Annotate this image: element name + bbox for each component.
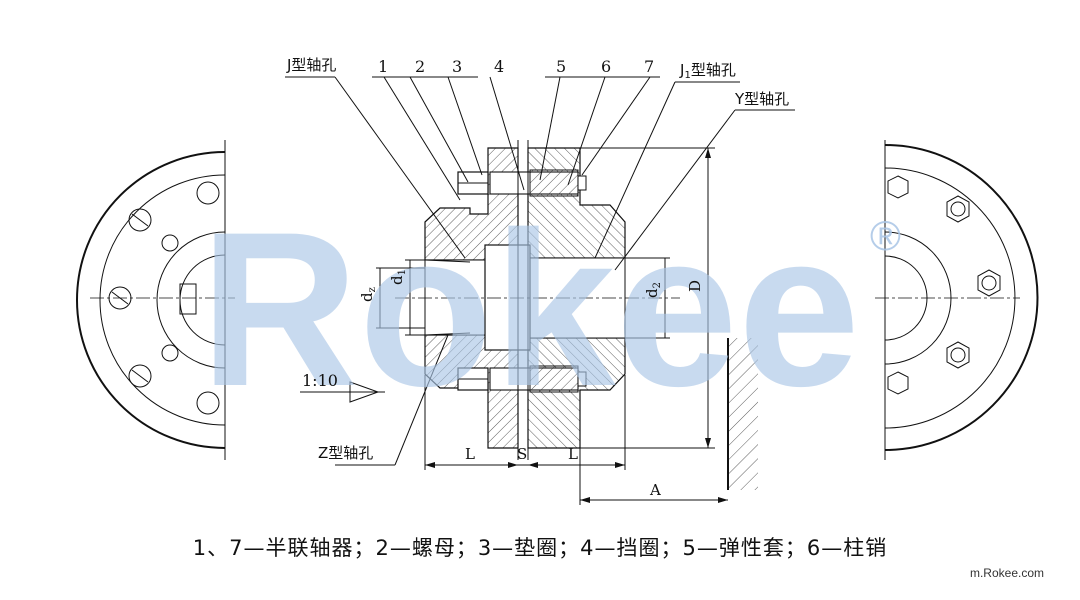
- label-2: 2: [415, 57, 425, 76]
- label-5: 5: [556, 57, 566, 76]
- watermark-brand: Rokee: [200, 186, 860, 432]
- label-j1-bore: J1型轴孔: [679, 61, 736, 81]
- dimension-labels: d1 dz d2 D L S L A: [358, 269, 704, 499]
- dim-d1-sub: 1: [397, 269, 408, 275]
- label-4: 4: [494, 57, 504, 76]
- dim-dz-sub: z: [367, 287, 378, 292]
- labels: J型轴孔 1 2 3 4 5 6 7 J1型轴孔 Y型轴孔 Z型轴孔 1:10: [286, 56, 789, 462]
- pin-lower: [457, 365, 587, 393]
- wall: [727, 338, 758, 490]
- label-j-bore: J型轴孔: [286, 56, 336, 74]
- watermark-registered: ®: [870, 212, 901, 259]
- dim-A: A: [649, 481, 661, 499]
- dim-D: D: [686, 280, 704, 292]
- label-6: 6: [601, 57, 611, 76]
- right-nuts: [887, 175, 1001, 395]
- left-end-view: [76, 140, 235, 460]
- label-taper: 1:10: [302, 371, 338, 390]
- dim-L-right: L: [568, 445, 578, 463]
- label-3: 3: [452, 57, 462, 76]
- dimension-lines: [376, 147, 728, 505]
- dim-d2-sub: 2: [652, 282, 663, 288]
- label-y-bore: Y型轴孔: [734, 90, 789, 108]
- label-1: 1: [378, 57, 388, 76]
- label-j1-suffix: 型轴孔: [691, 61, 736, 79]
- dim-d2: d2: [643, 282, 663, 298]
- dim-d1: d1: [388, 269, 408, 285]
- dim-S: S: [517, 445, 527, 463]
- watermark: Rokee ®: [200, 186, 901, 432]
- dim-d1-main: d: [388, 275, 406, 285]
- label-7: 7: [644, 57, 654, 76]
- label-j1-main: J: [679, 61, 684, 79]
- right-end-view: [875, 140, 1039, 460]
- label-j1-sub: 1: [684, 70, 690, 81]
- site-url: m.Rokee.com: [969, 566, 1044, 580]
- leader-lines: [285, 76, 795, 466]
- parts-legend-caption: 1、7—半联轴器；2—螺母；3—垫圈；4—挡圈；5—弹性套；6—柱销: [192, 536, 888, 560]
- left-pin-holes: [108, 181, 220, 415]
- dim-d2-main: d: [643, 288, 661, 298]
- dim-dz-main: d: [358, 292, 376, 302]
- dim-L-left: L: [465, 445, 475, 463]
- label-z-bore: Z型轴孔: [318, 444, 373, 462]
- dim-dz: dz: [358, 287, 378, 302]
